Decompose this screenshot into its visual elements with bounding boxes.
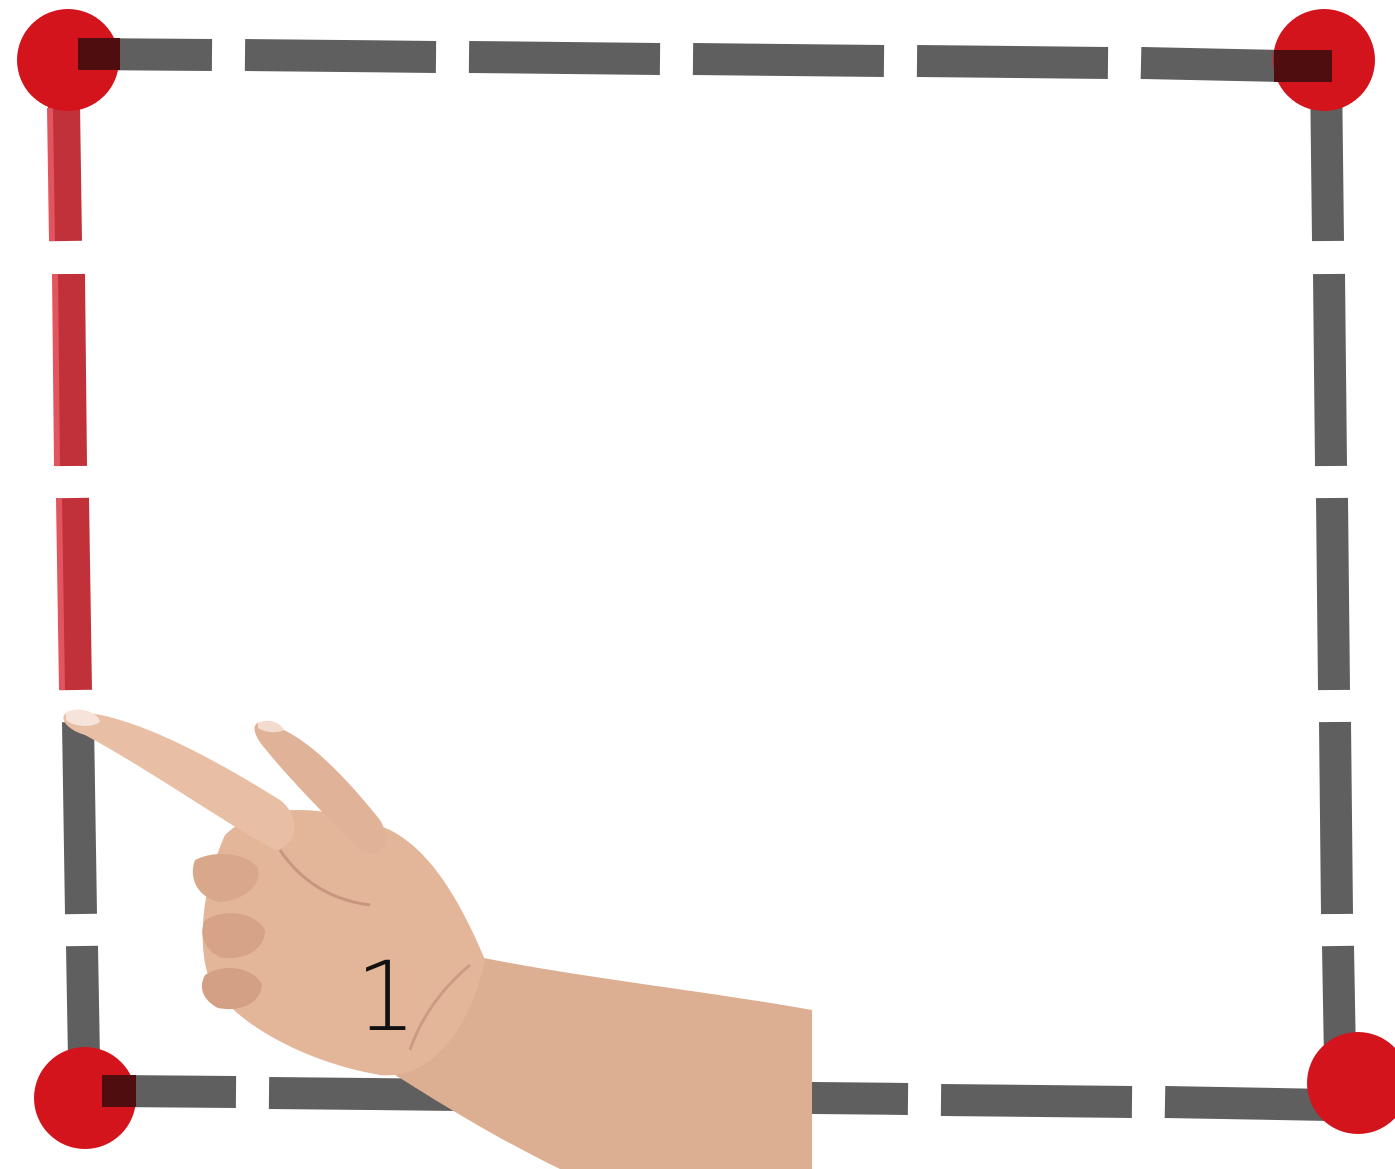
step-label: 1 [355, 941, 416, 1053]
left-edge-highlighted [64, 105, 76, 690]
left-edge [78, 722, 84, 1060]
top-edge [80, 54, 1332, 67]
right-edge [1326, 70, 1340, 1060]
